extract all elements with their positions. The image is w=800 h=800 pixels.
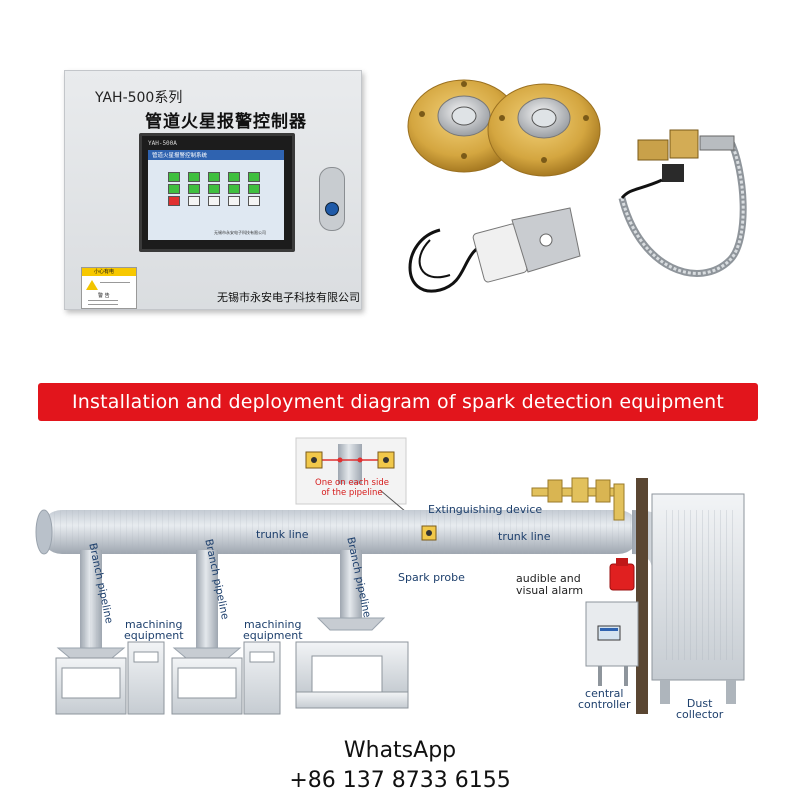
sensor-bracket-with-cable	[408, 207, 581, 293]
branch-pipeline-3	[316, 550, 386, 631]
central-controller-label: central controller	[578, 688, 630, 710]
diagram-title-banner: Installation and deployment diagram of s…	[38, 383, 758, 421]
support-post	[636, 478, 648, 714]
inset-caption: One on each side of the pipeline	[302, 478, 402, 498]
dust-collector	[651, 493, 745, 704]
machining-equipment-label-1: machining equipment	[124, 619, 184, 641]
extinguishing-valve-assembly	[618, 129, 747, 277]
inset-caption-line2: of the pipeline	[321, 488, 383, 498]
machine-1	[55, 641, 165, 715]
warning-text-line	[88, 300, 118, 301]
dust-collector-line1: Dust	[686, 697, 713, 710]
probe-detail-inset	[295, 437, 426, 529]
audible-alarm-label-line2: visual alarm	[516, 584, 584, 597]
lcd-display: 管道火星报警控制系统 无锡市永安电子科技有限公司	[148, 150, 284, 240]
lcd-status-cell	[248, 172, 260, 182]
cabinet-title: 管道火星报警控制器	[145, 112, 307, 132]
warning-header-text: 小心有电	[94, 269, 115, 275]
controller-screen: YAH-500A 管道火星报警控制系统 无锡市永安电子科技有限公司	[139, 133, 295, 252]
warning-sticker: 小心有电 警 告	[81, 267, 137, 309]
machine-3	[295, 641, 409, 709]
dust-collector-line2: collector	[676, 708, 724, 721]
spark-probe-label: Spark probe	[398, 571, 465, 584]
warning-label-text: 警 告	[98, 293, 110, 299]
whatsapp-label: WhatsApp	[343, 738, 457, 763]
warning-text-line	[88, 304, 118, 305]
lcd-status-cell	[188, 196, 200, 206]
extinguishing-device	[531, 477, 625, 521]
lcd-status-cell	[208, 184, 220, 194]
lcd-status-cell	[228, 184, 240, 194]
lcd-status-cell	[188, 172, 200, 182]
audible-visual-alarm	[609, 558, 635, 591]
warning-text-line	[100, 282, 130, 283]
dust-collector-label: Dust collector	[676, 698, 723, 720]
inset-caption-line1: One on each side	[315, 478, 389, 488]
warning-sticker-header: 小心有电	[82, 268, 136, 276]
lcd-header-text: 管道火星报警控制系统	[152, 153, 208, 159]
central-controller	[585, 601, 639, 686]
central-controller-line2: controller	[578, 698, 631, 711]
cabinet-door-handle	[319, 167, 345, 231]
trunk-line-label-right: trunk line	[498, 530, 551, 543]
lock-icon	[325, 202, 339, 216]
lcd-status-cell	[208, 172, 220, 182]
lcd-status-cell	[228, 172, 240, 182]
lcd-status-cell	[168, 172, 180, 182]
lcd-status-cell	[248, 184, 260, 194]
cabinet-series-label: YAH-500系列	[95, 90, 183, 106]
lcd-status-cell	[168, 184, 180, 194]
machining-1-line2: equipment	[124, 629, 184, 642]
extinguishing-device-label: Extinguishing device	[428, 503, 543, 516]
spark-probe-flange-right	[487, 83, 601, 177]
deployment-diagram	[35, 437, 745, 715]
phone-number[interactable]: +86 137 8733 6155	[289, 768, 511, 793]
lcd-footer-text: 无锡市永安电子科技有限公司	[214, 230, 266, 235]
branch-pipeline-2	[172, 550, 242, 659]
lcd-status-cell	[188, 184, 200, 194]
warning-triangle-icon	[86, 280, 98, 290]
machining-2-line1: machining	[244, 618, 302, 631]
lcd-status-cell	[228, 196, 240, 206]
audible-alarm-label-line1: audible and	[516, 572, 581, 585]
lcd-alarm-cell	[168, 196, 180, 206]
lcd-status-cell	[248, 196, 260, 206]
lcd-header-bar: 管道火星报警控制系统	[148, 150, 284, 160]
machining-equipment-label-2: machining equipment	[243, 619, 303, 641]
machine-2	[171, 641, 281, 715]
lcd-status-cell	[208, 196, 220, 206]
controller-cabinet-photo: YAH-500系列 管道火星报警控制器 YAH-500A 管道火星报警控制系统 …	[64, 70, 362, 310]
product-photos	[407, 79, 747, 293]
audible-alarm-label: audible and visual alarm	[516, 573, 583, 597]
branch-pipeline-1	[56, 550, 126, 659]
central-controller-line1: central	[585, 687, 624, 700]
machining-2-line2: equipment	[243, 629, 303, 642]
spark-probe-marker	[421, 525, 437, 541]
machining-1-line1: machining	[125, 618, 183, 631]
company-name: 无锡市永安电子科技有限公司	[217, 291, 360, 304]
trunk-line-label-left: trunk line	[256, 528, 309, 541]
screen-model-label: YAH-500A	[148, 140, 177, 147]
